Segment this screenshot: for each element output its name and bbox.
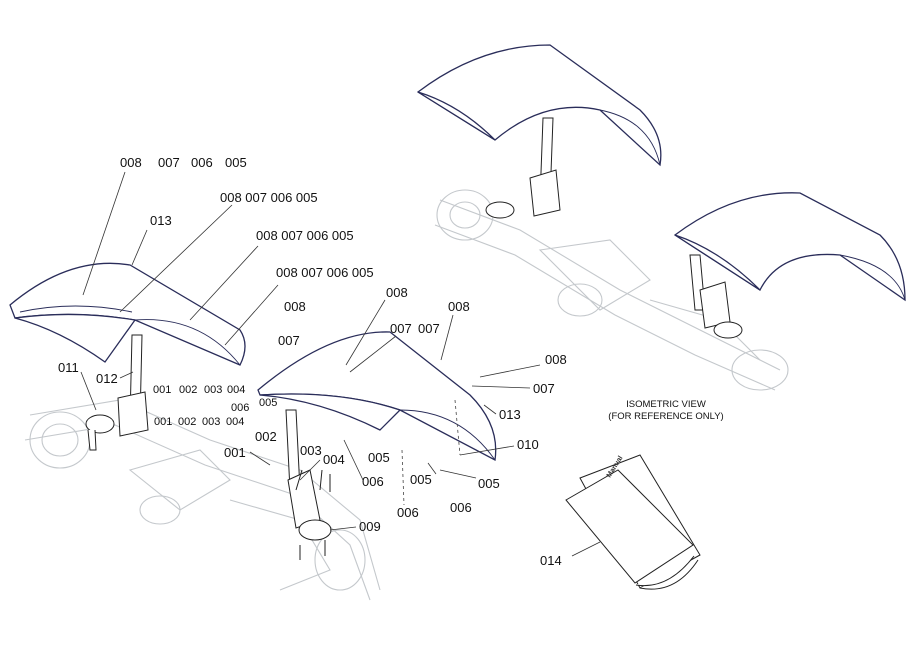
callout-012: 012 (96, 371, 118, 386)
callout-006-c: 006 (450, 500, 472, 515)
callout-001-b: 001 (154, 416, 173, 428)
callout-007-center-left: 007 (278, 333, 300, 348)
callout-003: 003 (300, 443, 322, 458)
callout-008-top: 008 (120, 155, 142, 170)
callout-013-center: 013 (499, 407, 521, 422)
axle-right-ghost (434, 189, 789, 391)
callout-002-a: 002 (179, 384, 198, 396)
fender-mid-right (673, 192, 906, 302)
callout-005-b: 005 (410, 472, 432, 487)
bracket-center (285, 409, 332, 560)
isometric-note-line1: ISOMETRIC VIEW (626, 399, 706, 410)
callout-005-small: 005 (259, 397, 278, 409)
callout-row-4: 008 007 006 005 (276, 265, 374, 280)
callout-005-c: 005 (478, 476, 500, 491)
fender-top-right (416, 44, 662, 167)
callout-002-b: 002 (178, 416, 197, 428)
callout-008-right: 008 (545, 352, 567, 367)
bracket-left (85, 334, 149, 451)
callout-006-small: 006 (231, 402, 250, 414)
callout-002: 002 (255, 429, 277, 444)
fender-center (257, 331, 497, 462)
callout-004-a: 004 (227, 384, 246, 396)
callout-013-left: 013 (150, 213, 172, 228)
isometric-note-line2: (FOR REFERENCE ONLY) (608, 411, 724, 422)
callout-row-2: 008 007 006 005 (220, 190, 318, 205)
callout-007-top: 007 (158, 155, 180, 170)
axle-left-ghost (24, 399, 381, 601)
callout-006-a: 006 (362, 474, 384, 489)
callout-008-center-left: 008 (284, 299, 306, 314)
callout-001-a: 001 (153, 384, 172, 396)
bracket-mid-right (689, 254, 743, 339)
callout-row-3: 008 007 006 005 (256, 228, 354, 243)
callout-005-a: 005 (368, 450, 390, 465)
leader-lines (80, 171, 601, 557)
manual-booklet: Manual (565, 454, 701, 590)
callout-008-center-right: 008 (448, 299, 470, 314)
callout-003-a: 003 (204, 384, 223, 396)
callout-001: 001 (224, 445, 246, 460)
callout-007-center: 007 (390, 321, 412, 336)
callout-004-b: 004 (226, 416, 245, 428)
callout-007-right: 007 (533, 381, 555, 396)
callout-010: 010 (517, 437, 539, 452)
callout-008-center: 008 (386, 285, 408, 300)
callout-006-top: 006 (191, 155, 213, 170)
callout-007-center-right: 007 (418, 321, 440, 336)
callout-004: 004 (323, 452, 345, 467)
callout-006-b: 006 (397, 505, 419, 520)
bracket-top-right (485, 117, 561, 219)
callout-003-b: 003 (202, 416, 221, 428)
callout-009: 009 (359, 519, 381, 534)
isometric-note: ISOMETRIC VIEW (FOR REFERENCE ONLY) (596, 399, 736, 423)
callout-005-top: 005 (225, 155, 247, 170)
fender-left (9, 262, 246, 366)
callout-011: 011 (58, 360, 79, 375)
callout-014: 014 (540, 553, 562, 568)
